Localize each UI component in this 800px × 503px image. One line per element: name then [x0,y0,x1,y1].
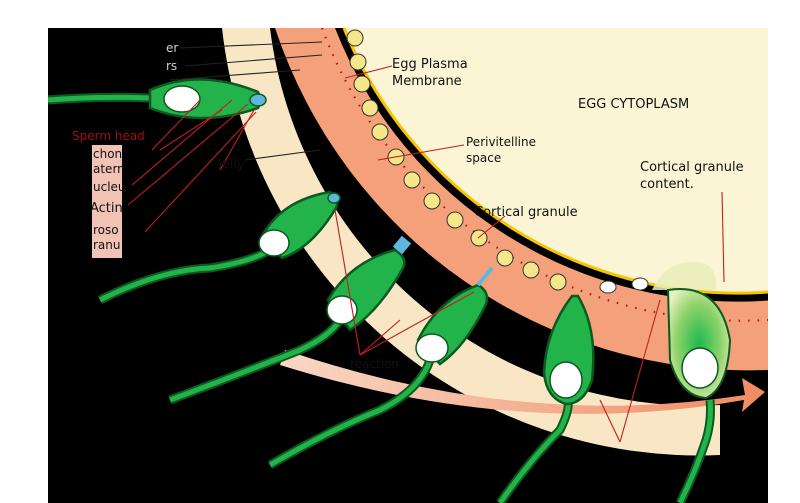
label-perivitelline-1: Perivitelline [466,135,536,149]
label-cortical-content-1: Cortical granule [640,160,744,175]
label-top-partial-2: rs [166,59,177,73]
label-jelly: Jelly [217,157,245,172]
side-label-0: chon [93,147,122,161]
released-granules [599,277,649,294]
callout-lines [127,65,725,443]
jelly-coat-band [222,28,720,456]
side-label-1: atern [93,162,125,176]
callout-lines-black [169,41,323,161]
side-label-3: Actin [90,201,123,216]
label-egg-plasma-membrane-2: Membrane [392,74,462,89]
label-cortical-granule: Cortical granule [474,205,578,220]
sperm-1 [48,78,267,120]
cortical-granules [346,29,567,291]
sperm-6 [666,288,732,503]
label-egg-plasma-membrane-1: Egg Plasma [392,57,468,72]
sperm-5 [496,294,595,503]
side-label-4: roso [93,223,119,237]
label-top-partial-1: er [166,41,178,55]
label-sperm-head: Sperm head [72,129,145,143]
label-cortical-content-2: content. [640,177,694,192]
side-label-2: ucleu [93,180,126,194]
side-label-panel [92,145,122,258]
perivitelline-dots [320,28,768,322]
direction-arrow [280,350,765,414]
side-label-5: ranu [93,238,121,252]
sperm-4 [267,266,494,469]
sperm-3 [168,235,412,405]
label-perivitelline-2: space [466,151,501,165]
sperm-2 [97,190,341,305]
egg-cytoplasm [345,28,768,294]
label-acrosome-reaction: reaction [350,357,399,371]
label-egg-cytoplasm: EGG CYTOPLASM [578,97,689,112]
cortical-content-blob [652,261,717,290]
